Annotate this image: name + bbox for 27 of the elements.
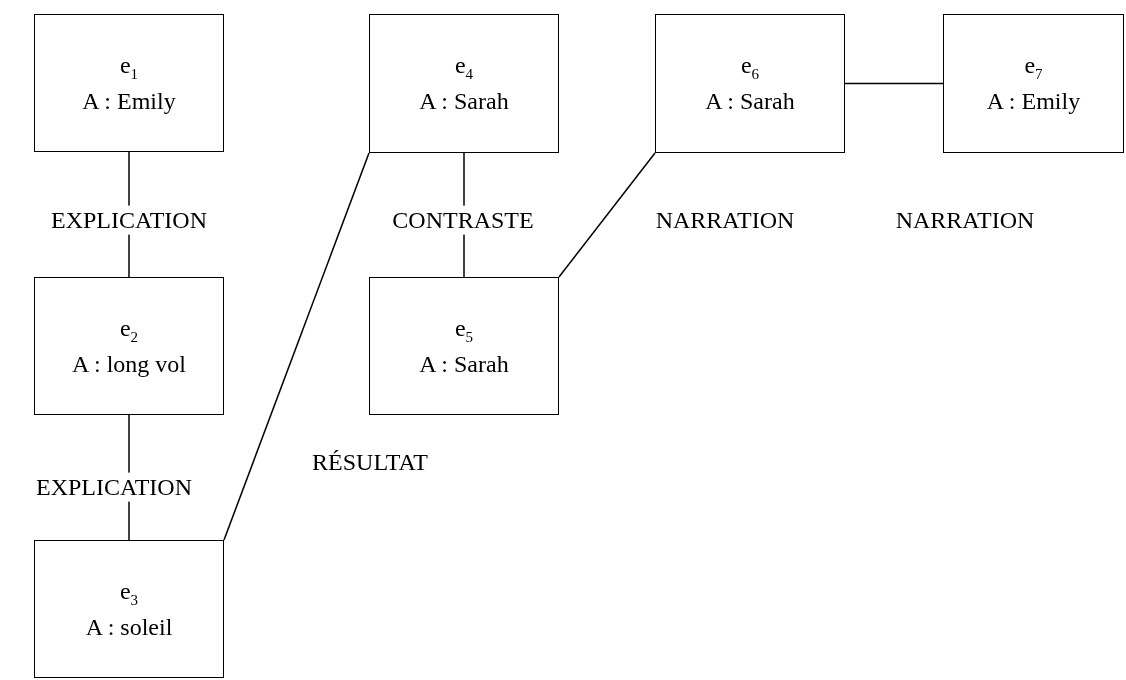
- entity-box: [943, 14, 1124, 153]
- edge-label: EXPLICATION: [34, 472, 194, 502]
- event-id: e$_{3}$: [119, 576, 139, 609]
- edge-label: EXPLICATION: [49, 205, 209, 235]
- entity-box: [34, 277, 224, 415]
- entity-box: [369, 277, 559, 415]
- event-attribute: A : Emily: [82, 86, 176, 116]
- event-id: e$_{5}$: [454, 313, 474, 346]
- event-attribute: A : Sarah: [419, 87, 509, 116]
- connector-line: [223, 152, 370, 541]
- entity-box: [655, 14, 845, 153]
- event-attribute: A : Sarah: [419, 349, 509, 379]
- event-id: e$_{1}$: [119, 50, 139, 83]
- event-id: e$_{2}$: [119, 313, 139, 346]
- entity-box: [34, 14, 224, 152]
- connector-line: [844, 82, 944, 85]
- event-id: e$_{4}$: [454, 51, 474, 83]
- event-attribute: A : long vol: [72, 349, 186, 379]
- entity-box: [369, 14, 559, 153]
- edge-label: CONTRASTE: [390, 205, 536, 235]
- entity-box: [34, 540, 224, 678]
- connector-line: [558, 152, 656, 278]
- event-id: e$_{6}$: [740, 51, 760, 83]
- event-attribute: A : Emily: [986, 87, 1081, 116]
- event-attribute: A : soleil: [85, 612, 173, 642]
- event-attribute: A : Sarah: [705, 87, 795, 116]
- event-id: e$_{7}$: [1024, 51, 1043, 83]
